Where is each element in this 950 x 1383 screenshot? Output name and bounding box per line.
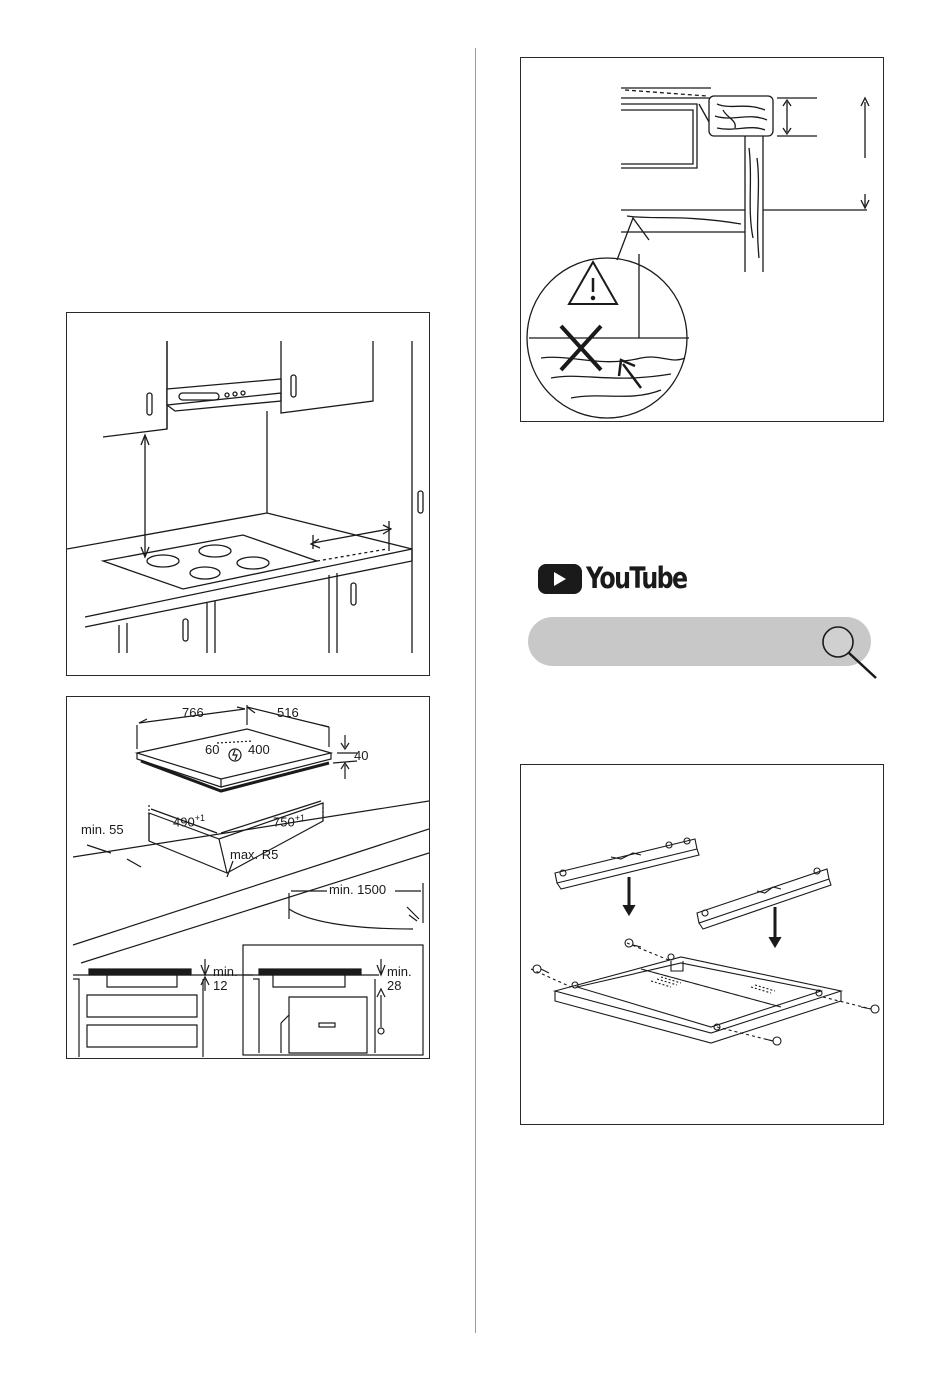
- youtube-wordmark: YouTube: [586, 561, 687, 595]
- play-icon-badge: [538, 564, 582, 594]
- label-cutout-width: 750+1: [273, 813, 305, 829]
- play-icon: [554, 572, 566, 586]
- figure-bracket-assembly: [520, 764, 884, 1125]
- label-hob-depth: 516: [277, 705, 299, 720]
- figure-hood-clearance: [66, 312, 430, 676]
- figure-dimensions: 766 516 60 400 40 min. 55 490+1 750+1 ma…: [66, 696, 430, 1059]
- label-junction: 400: [248, 742, 270, 757]
- hood-clearance-drawing: [67, 313, 429, 675]
- gap-drawer-value: 12: [213, 979, 238, 993]
- cutout-width-value: 750: [273, 814, 295, 829]
- label-offset: 60: [205, 742, 219, 757]
- cutout-depth-value: 490: [173, 814, 195, 829]
- label-cable-length: min. 1500: [329, 882, 386, 897]
- label-hob-width: 766: [182, 705, 204, 720]
- label-cutout-depth: 490+1: [173, 813, 205, 829]
- cutout-width-tolerance: +1: [295, 813, 305, 823]
- label-hob-height: 40: [354, 748, 368, 763]
- countertop-warning-drawing: [521, 58, 883, 421]
- label-min-edge: min. 55: [81, 822, 124, 837]
- figure-countertop-warning: [520, 57, 884, 422]
- youtube-logo[interactable]: YouTube: [538, 562, 718, 598]
- gap-oven-min: min.: [387, 965, 412, 979]
- cutout-depth-tolerance: +1: [195, 813, 205, 823]
- search-icon[interactable]: [818, 622, 882, 682]
- bracket-assembly-drawing: [521, 765, 883, 1124]
- label-gap-oven: min. 28: [387, 965, 412, 993]
- gap-oven-value: 28: [387, 979, 412, 993]
- label-gap-drawer: min. 12: [213, 965, 238, 993]
- gap-drawer-min: min.: [213, 965, 238, 979]
- label-corner-radius: max. R5: [230, 847, 278, 862]
- column-divider: [475, 48, 476, 1333]
